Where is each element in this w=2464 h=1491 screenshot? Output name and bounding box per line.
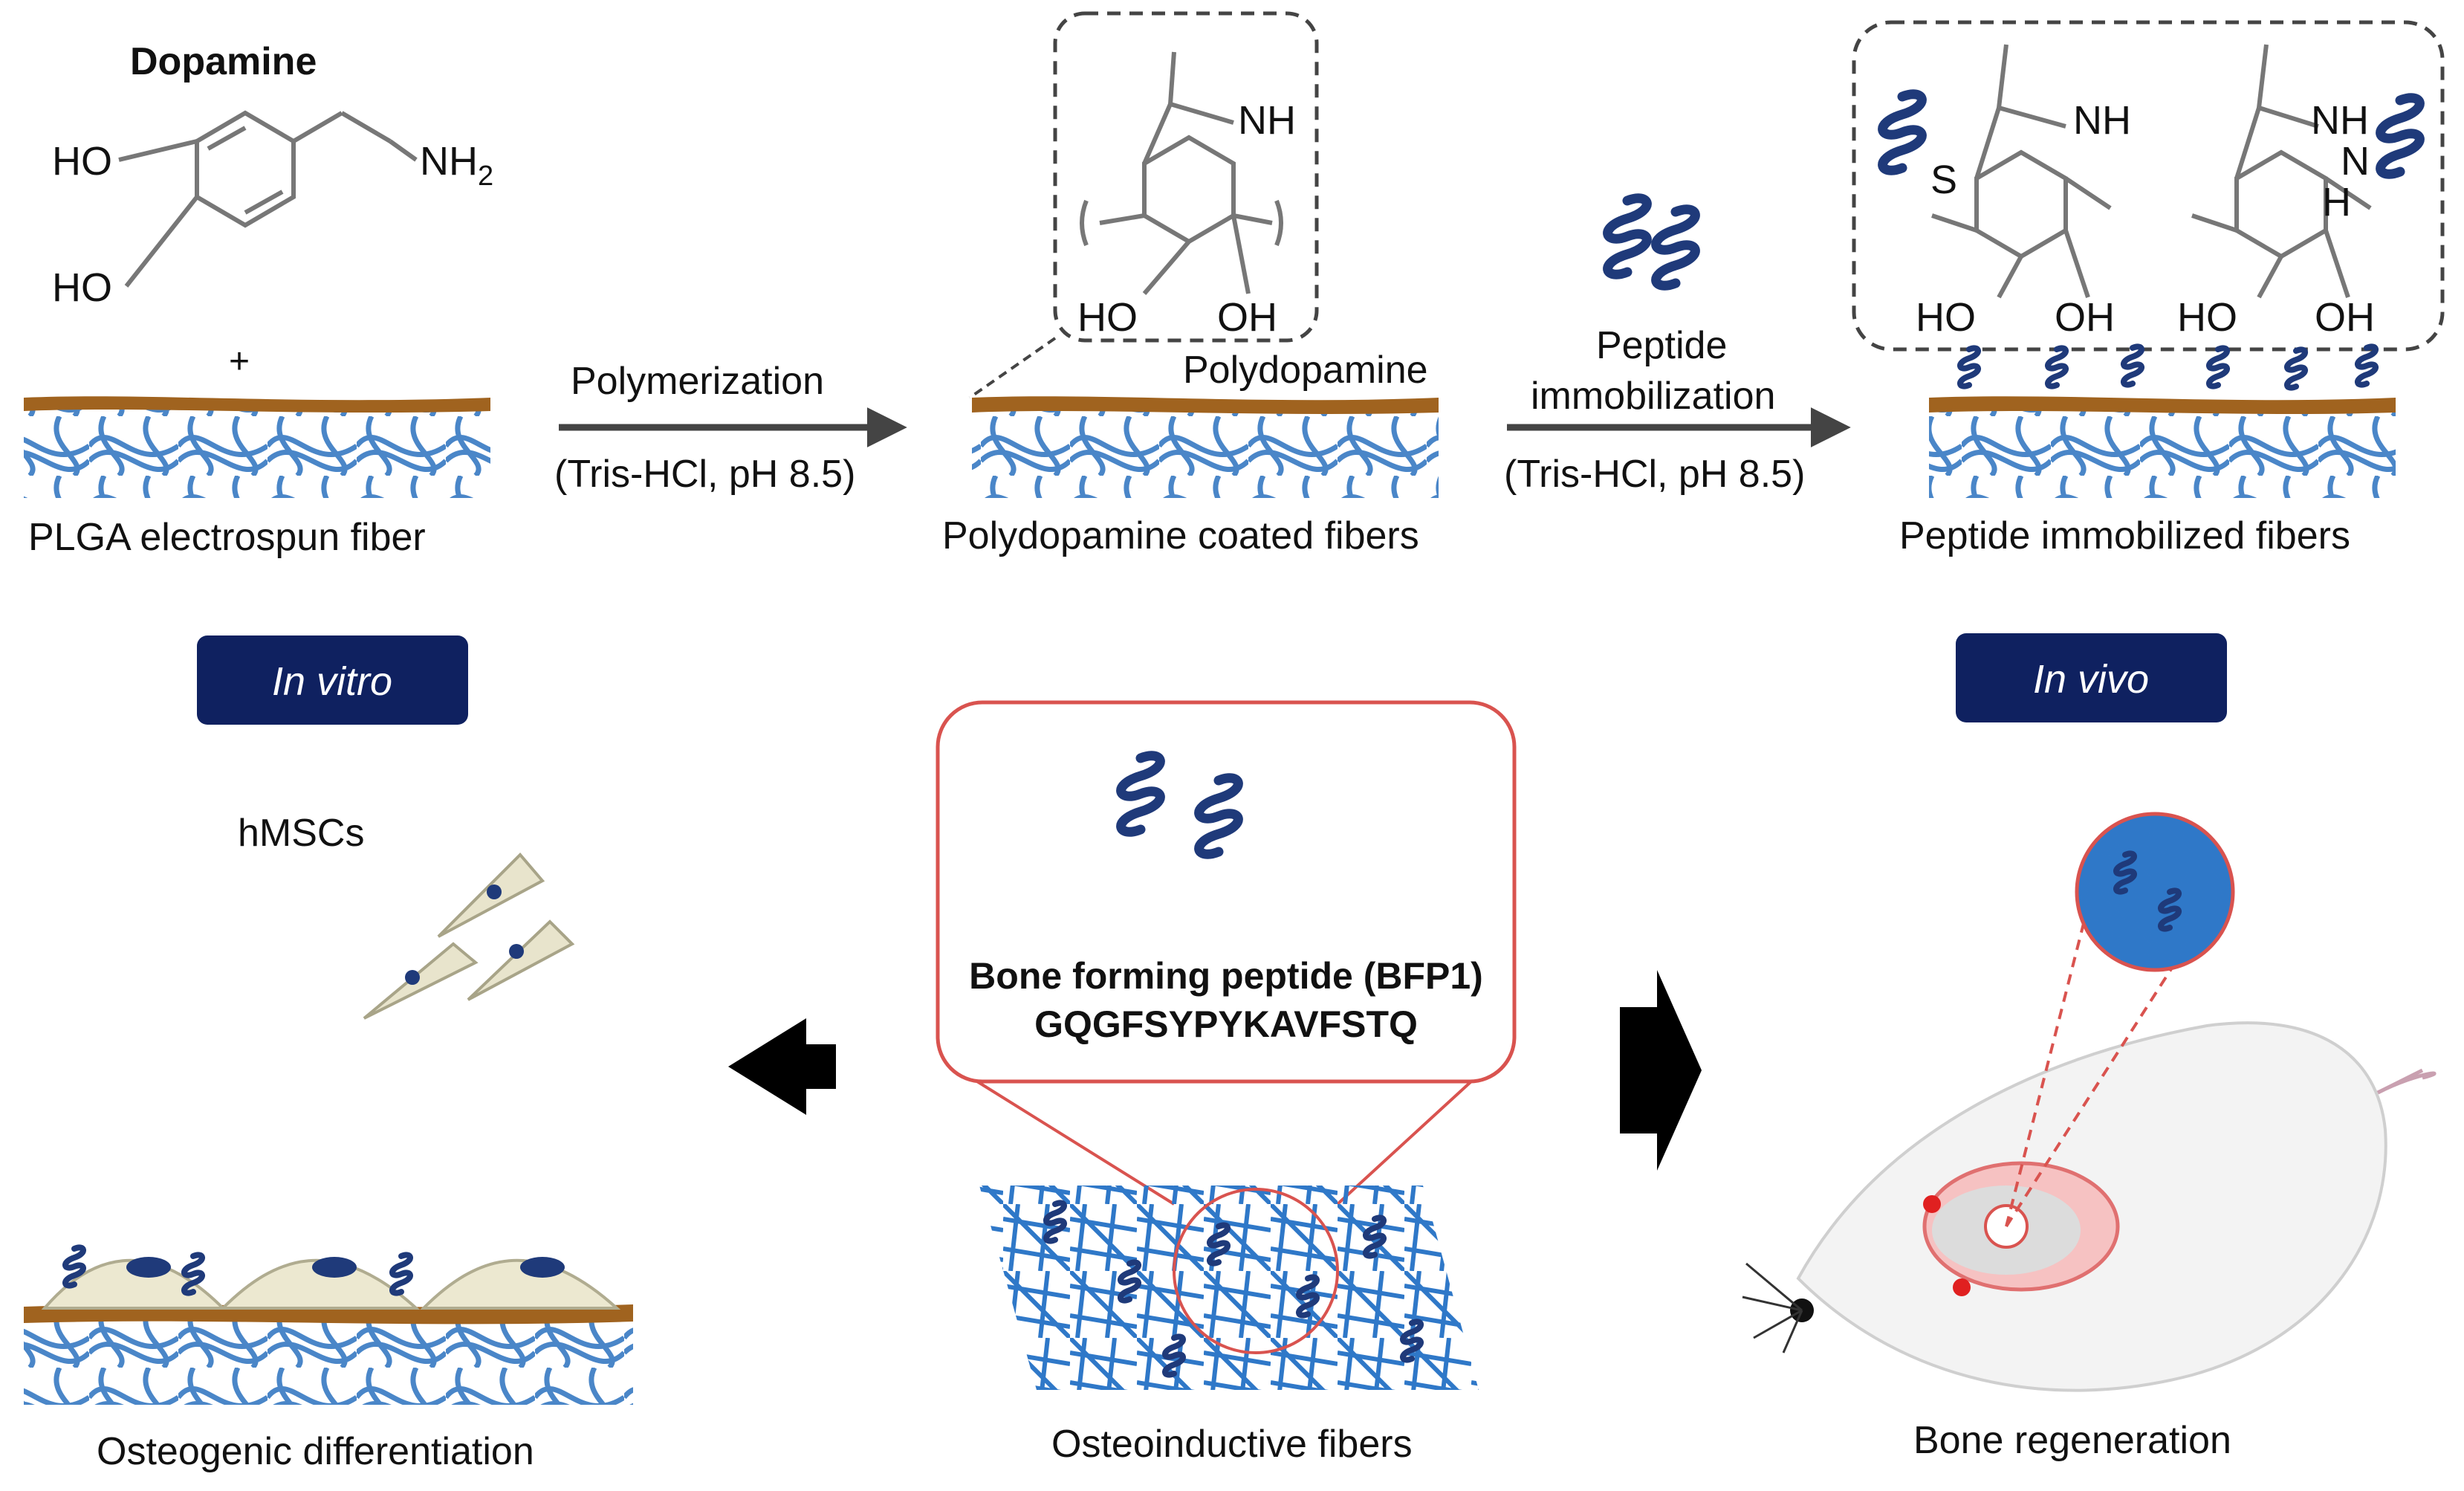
peptide-structure [1852, 20, 2445, 352]
polydopamine-structure [968, 11, 1319, 399]
osteogenic-fiber-mat [24, 1247, 633, 1405]
in-vivo-label: In vivo [2033, 657, 2149, 702]
pep-nh-left: NH [2073, 98, 2131, 143]
pep-h: H [2322, 180, 2351, 224]
right-block-arrow [1620, 970, 1702, 1171]
dopamine-ho-bottom: HO [52, 265, 112, 310]
rat-illustration [1742, 812, 2437, 1392]
pep-n: N [2341, 139, 2370, 184]
step1-condition: (Tris-HCl, pH 8.5) [554, 453, 855, 496]
pep-s: S [1930, 158, 1957, 202]
osteoinductive-label: Osteoinductive fibers [1051, 1423, 1413, 1466]
step2-label-1: Peptide [1596, 324, 1727, 367]
pda-oh: OH [1217, 295, 1277, 340]
peptide-fiber-mat [1929, 346, 2396, 498]
in-vivo-badge [1956, 633, 2227, 722]
bone-regeneration-label: Bone regeneration [1913, 1419, 2231, 1462]
step2-label-2: immobilization [1531, 375, 1775, 418]
step1-label: Polymerization [571, 360, 824, 403]
peptide-icon-top [1608, 198, 1696, 286]
plga-fiber-label: PLGA electrospun fiber [28, 516, 426, 559]
plus-sign: + [229, 342, 250, 381]
dopamine-ho-top: HO [52, 139, 112, 184]
pep-ho-left: HO [1916, 295, 1976, 340]
pep-nh-right: NH [2311, 98, 2369, 143]
bfp1-callout [936, 700, 1517, 1206]
plga-fiber-mat [24, 396, 490, 498]
polydopamine-label: Polydopamine [1183, 349, 1428, 392]
pda-nh: NH [1238, 98, 1296, 143]
osteogenic-label: Osteogenic differentiation [97, 1430, 534, 1473]
pep-ho-right: HO [2177, 295, 2237, 340]
hmsc-label: hMSCs [238, 812, 364, 855]
dopamine-structure [118, 110, 418, 288]
pep-oh-right: OH [2315, 295, 2375, 340]
dopamine-title: Dopamine [130, 40, 317, 83]
step2-condition: (Tris-HCl, pH 8.5) [1504, 453, 1805, 496]
peptide-sequence: GQGFSYPYKAVFSTQ [1034, 1003, 1418, 1045]
in-vitro-badge [197, 635, 468, 725]
in-vitro-label: In vitro [272, 659, 392, 704]
pda-ho: HO [1077, 295, 1138, 340]
left-block-arrow [728, 1018, 836, 1115]
dopamine-nh2: NH2 [420, 139, 493, 192]
hmsc-cells-icon [363, 853, 575, 1020]
pda-fiber-label: Polydopamine coated fibers [942, 514, 1419, 557]
peptide-fiber-label: Peptide immobilized fibers [1899, 514, 2350, 557]
pda-coated-fiber-mat [972, 396, 1439, 498]
osteoinductive-fiber-sheet [979, 1186, 1479, 1390]
peptide-name: Bone forming peptide (BFP1) [969, 955, 1483, 997]
pep-oh-left: OH [2055, 295, 2115, 340]
